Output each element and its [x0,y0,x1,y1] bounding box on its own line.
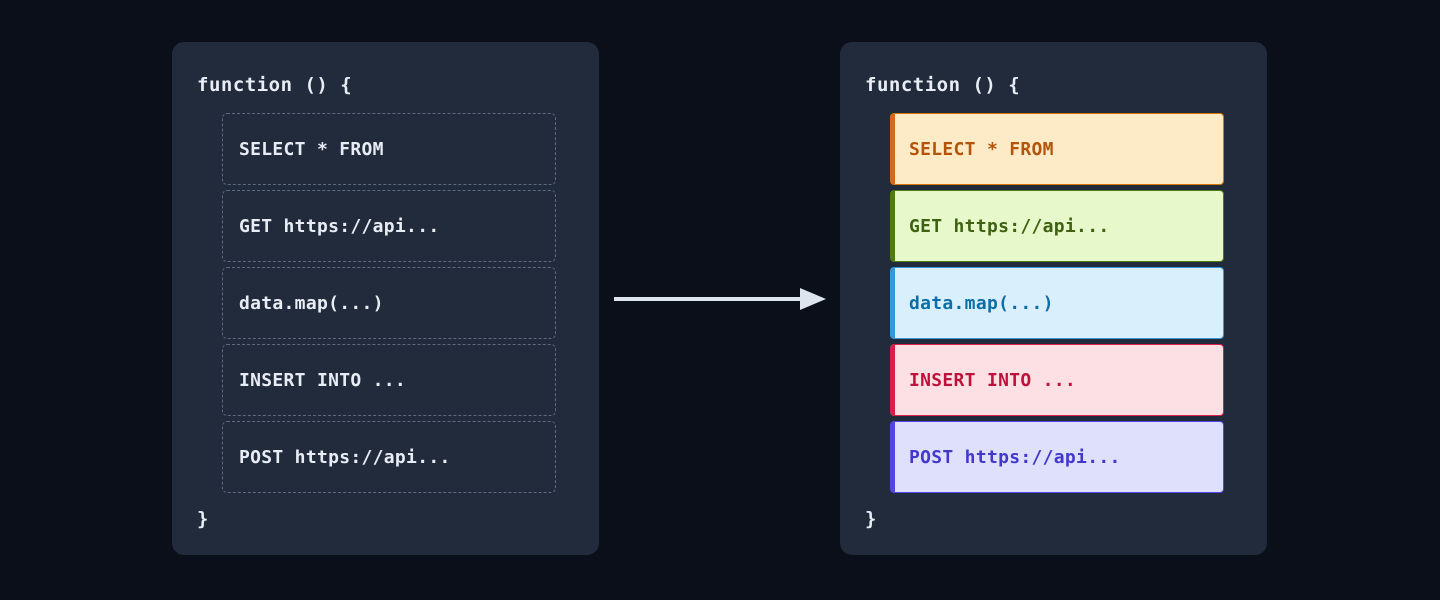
code-row-highlighted-map[interactable]: data.map(...) [890,267,1224,339]
code-row-list-after: SELECT * FROM GET https://api... data.ma… [890,113,1224,493]
code-row-text: POST https://api... [909,446,1121,468]
arrow-right-icon [614,288,826,310]
code-row-highlighted-post[interactable]: POST https://api... [890,421,1224,493]
transform-arrow [614,286,826,312]
function-open-brace-after: function () { [865,74,1021,96]
code-row-text: GET https://api... [909,215,1110,237]
code-row-highlighted-select[interactable]: SELECT * FROM [890,113,1224,185]
code-row-text: data.map(...) [909,292,1054,314]
function-close-brace-after: } [865,508,877,530]
function-close-brace-before: } [197,508,209,530]
code-row-plain[interactable]: POST https://api... [222,421,556,493]
code-row-plain[interactable]: GET https://api... [222,190,556,262]
code-row-plain[interactable]: SELECT * FROM [222,113,556,185]
code-panel-before: function () { SELECT * FROM GET https://… [172,42,599,555]
code-row-list-before: SELECT * FROM GET https://api... data.ma… [222,113,556,493]
code-row-text: GET https://api... [239,215,440,237]
code-row-highlighted-insert[interactable]: INSERT INTO ... [890,344,1224,416]
function-open-brace-before: function () { [197,74,353,96]
code-row-text: INSERT INTO ... [909,369,1077,391]
code-row-text: SELECT * FROM [239,138,384,160]
code-row-highlighted-get[interactable]: GET https://api... [890,190,1224,262]
code-row-plain[interactable]: INSERT INTO ... [222,344,556,416]
code-row-text: SELECT * FROM [909,138,1054,160]
code-row-text: data.map(...) [239,292,384,314]
code-row-text: INSERT INTO ... [239,369,407,391]
code-panel-after: function () { SELECT * FROM GET https://… [840,42,1267,555]
code-row-plain[interactable]: data.map(...) [222,267,556,339]
code-row-text: POST https://api... [239,446,451,468]
